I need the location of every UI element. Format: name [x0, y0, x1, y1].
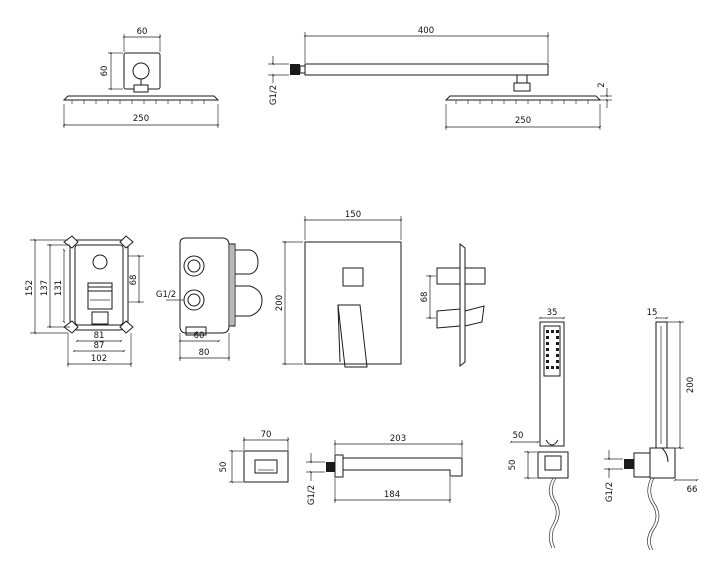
shower-arm-side-view: 400 G1/2 2 250: [268, 26, 612, 130]
face-plate-side-view: 68: [420, 242, 486, 368]
dim-60-height: 60: [100, 66, 110, 77]
dim-66: 66: [687, 485, 698, 495]
dim-68-side: 68: [420, 292, 430, 303]
dim-g12-spout: G1/2: [307, 485, 317, 505]
dim-70-spout: 70: [261, 430, 272, 440]
dim-60-width: 60: [137, 27, 148, 37]
dim-50-spout: 50: [219, 462, 229, 473]
dim-152: 152: [25, 280, 35, 296]
dim-15: 15: [647, 308, 658, 318]
dim-2-thickness: 2: [597, 82, 607, 87]
shower-head-top-view: 60 60 250: [62, 27, 220, 128]
dim-50-hand-w: 50: [513, 431, 524, 441]
dim-400-arm: 400: [418, 26, 434, 36]
hand-shower-side-view: 15 200 G1/2 66: [604, 308, 699, 551]
hand-shower-nozzle-grid: [546, 330, 559, 369]
spout-front-view: 70 50: [219, 430, 290, 484]
valve-body-side-view: G1/2 60 80: [156, 237, 263, 361]
dim-200-hand: 200: [686, 377, 696, 393]
dim-35: 35: [547, 308, 558, 318]
dim-80-valve: 80: [199, 348, 210, 358]
mounting-box-front-view: 152 137 131 68 81 87 102: [25, 235, 144, 367]
dim-137: 137: [40, 280, 50, 296]
dim-150: 150: [345, 210, 361, 220]
dim-184: 184: [384, 490, 400, 500]
dim-250-head2: 250: [515, 116, 531, 126]
dim-g12-hand: G1/2: [605, 482, 615, 502]
dim-87: 87: [94, 341, 105, 351]
dim-g12-arm: G1/2: [269, 85, 279, 105]
dim-81: 81: [94, 331, 105, 341]
dim-203: 203: [390, 434, 406, 444]
dim-68-box: 68: [129, 275, 139, 286]
dim-250-head: 250: [133, 114, 149, 124]
spout-side-view: 203 184 G1/2: [306, 434, 464, 505]
dim-g12-valve: G1/2: [156, 290, 176, 300]
hand-shower-front-view: 35 50 50: [508, 308, 569, 549]
dim-131: 131: [54, 280, 64, 296]
face-plate-front-view: 150 200: [275, 210, 403, 368]
dim-200-plate: 200: [275, 295, 285, 311]
dim-60-valve: 60: [194, 331, 205, 341]
dim-102: 102: [91, 354, 107, 364]
dim-50-hand-h: 50: [508, 460, 518, 471]
